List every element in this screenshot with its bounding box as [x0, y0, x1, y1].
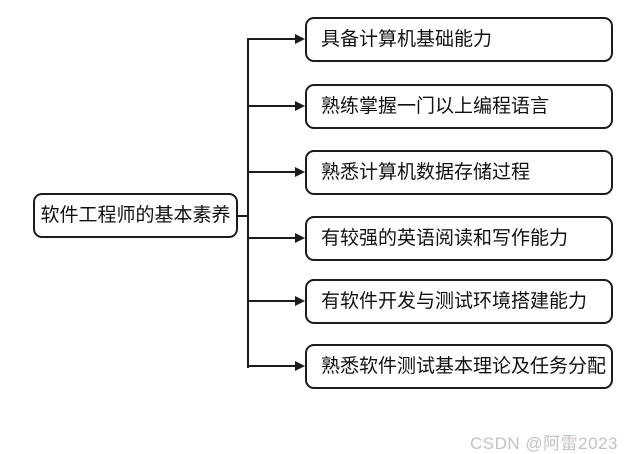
arrow-right-icon [295, 34, 305, 44]
branch-node-label: 熟悉软件测试基本理论及任务分配 [321, 356, 607, 377]
root-connector-line [238, 215, 248, 217]
branch-node: 具备计算机基础能力 [305, 17, 613, 62]
branch-line [248, 171, 295, 173]
branch-node: 熟悉软件测试基本理论及任务分配 [305, 344, 613, 389]
branch-node-label: 有软件开发与测试环境搭建能力 [321, 291, 588, 312]
trunk-line [247, 38, 249, 368]
root-node: 软件工程师的基本素养 [33, 193, 238, 238]
branch-node-label: 熟悉计算机数据存储过程 [321, 162, 531, 183]
branch-node-label: 有较强的英语阅读和写作能力 [321, 228, 569, 249]
arrow-right-icon [295, 361, 305, 371]
branch-line [248, 237, 295, 239]
arrow-right-icon [295, 167, 305, 177]
branch-line [248, 38, 295, 40]
branch-line [248, 365, 295, 367]
root-node-label: 软件工程师的基本素养 [40, 205, 231, 226]
branch-node: 有较强的英语阅读和写作能力 [305, 216, 613, 261]
branch-node: 熟练掌握一门以上编程语言 [305, 84, 613, 129]
branch-node-label: 熟练掌握一门以上编程语言 [321, 96, 550, 117]
arrow-right-icon [295, 101, 305, 111]
csdn-watermark: CSDN @阿雷2023 [470, 434, 618, 453]
arrow-right-icon [295, 296, 305, 306]
arrow-right-icon [295, 233, 305, 243]
branch-line [248, 300, 295, 302]
branch-node-label: 具备计算机基础能力 [321, 29, 493, 50]
branch-line [248, 105, 295, 107]
branch-node: 有软件开发与测试环境搭建能力 [305, 279, 613, 324]
branch-node: 熟悉计算机数据存储过程 [305, 150, 613, 195]
